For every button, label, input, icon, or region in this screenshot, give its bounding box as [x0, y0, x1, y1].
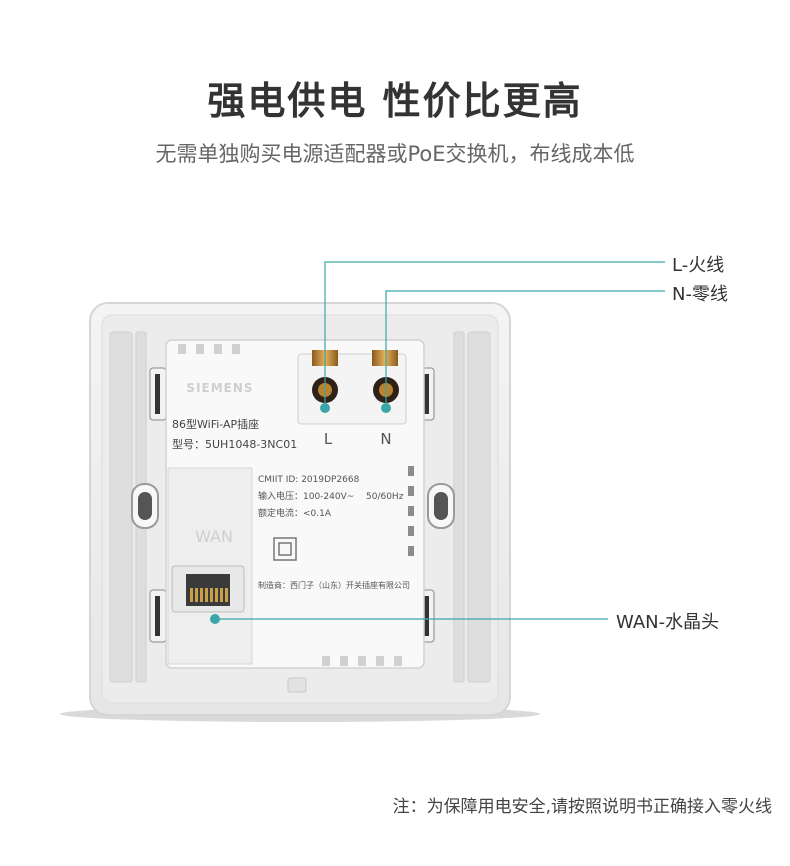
manufacturer: 制造商：西门子（山东）开关插座有限公司	[258, 580, 410, 590]
callout-line-neutral	[385, 290, 665, 408]
bottom-tabs	[322, 656, 402, 666]
mount-slot-left-hole	[138, 492, 152, 520]
page-subtitle: 无需单独购买电源适配器或PoE交换机，布线成本低	[155, 142, 635, 166]
clip-bottom-right-slot	[424, 596, 429, 636]
double-insulation-outer	[273, 537, 297, 561]
right-ribs	[453, 331, 491, 683]
bottom-notch	[287, 677, 307, 693]
model-line1: 86型WiFi-AP插座	[172, 417, 259, 431]
wan-emboss: WAN	[195, 527, 233, 546]
safety-note: 注：为保障用电安全,请按照说明书正确接入零火线	[392, 797, 772, 817]
callout-label-neutral: N-零线	[672, 284, 728, 305]
callout-dot-neutral	[381, 403, 391, 413]
top-tabs	[178, 344, 240, 354]
callout-label-wan: WAN-水晶头	[616, 612, 720, 633]
model-line2: 型号：5UH1048-3NC01	[172, 437, 297, 451]
input-voltage: 输入电压：100-240V~	[258, 490, 354, 502]
callout-dot-wan	[210, 614, 220, 624]
cmiit-id: CMIIT ID: 2019DP2668	[258, 475, 360, 485]
terminal-n-contact	[372, 350, 398, 366]
clip-top-left-slot	[155, 374, 160, 414]
callout-line-live	[324, 261, 665, 408]
rj45-pins	[190, 588, 228, 602]
terminal-n-label: N	[380, 430, 391, 448]
clip-bottom-left-slot	[155, 596, 160, 636]
double-insulation-inner	[278, 542, 292, 556]
terminal-l-label: L	[324, 430, 333, 448]
callout-dot-live	[320, 403, 330, 413]
frequency: 50/60Hz	[366, 492, 404, 502]
brand-emboss: SIEMENS	[186, 381, 253, 395]
side-vents	[408, 466, 414, 556]
mount-slot-right-hole	[434, 492, 448, 520]
clip-top-right-slot	[424, 374, 429, 414]
page-title: 强电供电 性价比更高	[207, 79, 583, 123]
rated-current: 额定电流：<0.1A	[258, 507, 332, 519]
callout-label-live: L-火线	[672, 255, 725, 276]
